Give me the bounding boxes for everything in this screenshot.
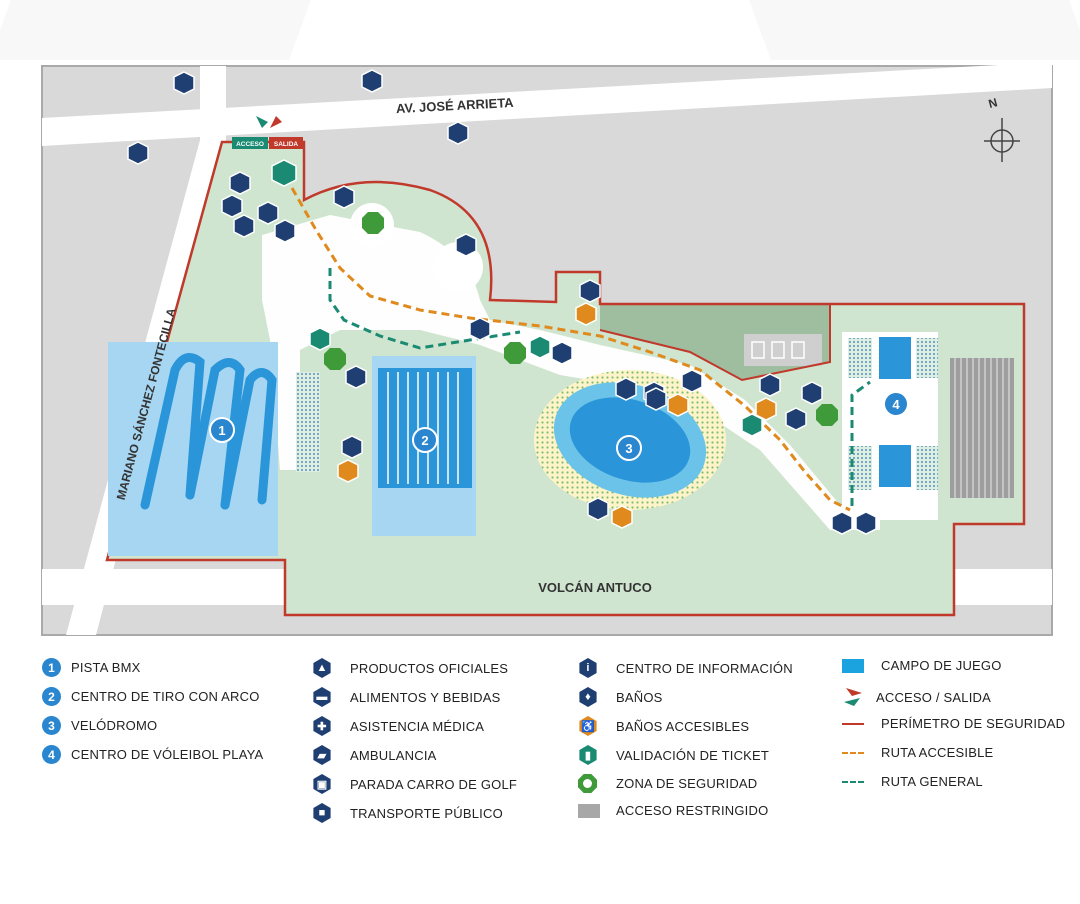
entry-arrow-icon [256,116,268,128]
accessible-restroom-icon [611,505,633,529]
restricted-parking [744,334,822,366]
info-icon [257,201,279,225]
stands [916,446,938,490]
food-drink-icon [345,365,367,389]
food-drink-icon [551,341,573,365]
general-route [328,268,521,350]
medical-cross-icon [615,377,637,401]
ticket-icon [271,159,297,187]
stands [296,372,320,472]
accessible-route [290,187,851,512]
ambulance-icon [221,194,243,218]
restroom-icon [579,279,601,303]
safety-zone-icon [816,404,838,426]
accessible-restroom-icon [667,393,689,417]
security-perimeter [105,140,1026,617]
shopping-bag-icon [801,381,823,405]
security-perimeter [599,304,831,382]
compass-icon: N [984,95,1020,162]
restroom-icon [587,497,609,521]
medical-cross-icon [855,511,877,535]
accessible-restroom-icon [755,397,777,421]
gate-entry[interactable] [232,137,268,149]
svg-text:3: 3 [625,441,632,456]
venue-marker-4[interactable]: 4 [883,391,909,417]
road-north [42,62,1052,146]
svg-text:4: 4 [892,397,900,412]
medical-cross-icon [229,171,251,195]
ambulance-icon [333,185,355,209]
ticket-icon [309,327,331,351]
general-route [850,380,871,506]
bus-icon [173,71,195,95]
safety-zone-icon [504,342,526,364]
road-label-north: AV. JOSÉ ARRIETA [396,95,515,116]
archery-lane-lines [387,372,459,484]
restroom-icon [645,387,667,411]
ticket-icon [741,413,763,437]
svg-text:1: 1 [218,423,225,438]
volleyball-court [877,443,913,489]
bus-icon [447,121,469,145]
svg-text:2: 2 [421,433,428,448]
bmx-track [140,353,277,510]
restroom-icon [341,435,363,459]
walkway [262,215,880,530]
safety-zone-icon [324,348,346,370]
restricted-building [950,358,1014,498]
venue-marker-3[interactable]: 3 [616,435,642,461]
ticket-icon [529,335,551,359]
road-label-south: VOLCÁN ANTUCO [538,580,652,595]
golf-cart-icon [469,317,491,341]
shopping-bag-icon [233,214,255,238]
svg-text:N: N [987,95,999,111]
parking-marks [751,341,805,359]
accessible-restroom-icon [337,459,359,483]
restroom-icon [455,233,477,257]
stands [848,338,872,378]
stands [916,338,938,378]
accessible-restroom-icon [575,302,597,326]
ticket-markers [271,159,763,437]
safety-zone-icon [362,212,384,234]
ambulance-icon [831,511,853,535]
gate-exit[interactable] [269,137,303,149]
gate-exit-label: SALIDA [274,141,299,148]
gate-entry-label: ACCESO [236,141,264,148]
bus-icon [361,69,383,93]
venue-marker-2[interactable]: 2 [412,427,438,453]
service-markers [127,69,877,535]
accessible-restroom-markers [337,302,777,529]
restroom-icon [759,373,781,397]
bus-icon [127,141,149,165]
exit-arrow-icon [270,116,282,128]
venue-marker-1[interactable]: 1 [209,417,235,443]
food-drink-icon [785,407,807,431]
volleyball-court [877,335,913,381]
golf-cart-icon [681,369,703,393]
golf-cart-icon [274,219,296,243]
safety-zone-markers [324,212,838,426]
